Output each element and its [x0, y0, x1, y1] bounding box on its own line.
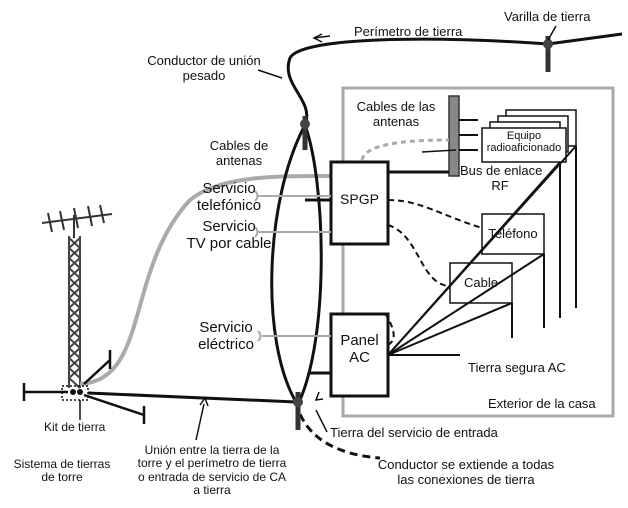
label-servicio-electrico-2: eléctrico: [198, 335, 254, 353]
label-equipo: Equipo radioaficionado: [482, 130, 566, 155]
label-tierra-segura: Tierra segura AC: [468, 360, 566, 375]
label-cables-de-antenas: Cables de antenas: [204, 138, 274, 168]
antenna-tower: [67, 236, 82, 389]
radio-equipment-stack: [481, 109, 577, 163]
label-sistema-torre-1: Sistema de tierras: [13, 457, 111, 471]
label-sistema-torre-2: de torre: [41, 470, 83, 485]
tower-ground-rods: [22, 350, 146, 424]
label-conductor-extiende-2: las conexiones de tierra: [397, 471, 535, 487]
cable-box: [449, 262, 513, 304]
label-servicio-telefonico: Servicio telefónico: [186, 180, 272, 215]
label-cables-antenas-top-1: Cables de las: [356, 99, 436, 114]
label-perimetro: Perímetro de tierra: [354, 24, 463, 39]
label-union-3: o entrada de servicio de CA: [137, 469, 287, 484]
label-cable: Cable: [464, 275, 498, 290]
label-panel-ac: Panel AC: [331, 332, 388, 367]
label-servicio-tv-1: Servicio: [202, 218, 256, 235]
label-equipo-2: radioaficionado: [486, 142, 562, 155]
ground-extension-dashed: [294, 401, 381, 460]
label-union: Unión entre la tierra de la torre y el p…: [124, 443, 300, 498]
ac-safety-ground: [387, 145, 577, 356]
tower-bond-conductor: [87, 391, 297, 404]
label-servicio-electrico: Servicio eléctrico: [188, 319, 264, 354]
rf-bus-bar: [448, 95, 460, 177]
ground-perimeter: [270, 32, 623, 403]
label-conductor-extiende-1: Conductor se extiende a todas: [377, 457, 555, 472]
yagi-antenna: [41, 204, 113, 238]
label-union-1: Unión entre la tierra de la: [144, 443, 280, 457]
label-panel-ac-2: AC: [349, 348, 370, 366]
label-servicio-electrico-1: Servicio: [199, 319, 253, 336]
label-varilla: Varilla de tierra: [504, 9, 591, 24]
label-equipo-1: Equipo: [506, 130, 542, 142]
house-outline: [341, 86, 615, 418]
label-cables-antenas-top: Cables de las antenas: [354, 99, 438, 129]
label-union-2: torre y el perímetro de tierra: [137, 456, 287, 471]
label-sistema-torre: Sistema de tierras de torre: [4, 457, 120, 485]
label-bus-rf-1: Bus de enlace: [460, 163, 543, 178]
label-conductor-union-1: Conductor de unión: [147, 53, 261, 68]
label-spgp: SPGP: [340, 191, 379, 207]
label-union-4: a tierra: [193, 483, 231, 498]
label-bus-rf: Bus de enlace RF: [460, 163, 543, 193]
label-bus-rf-2: RF: [491, 177, 509, 193]
label-exterior: Exterior de la casa: [488, 396, 596, 411]
label-panel-ac-1: Panel: [340, 332, 379, 349]
label-servicio-telefonico-1: Servicio: [202, 180, 256, 197]
label-servicio-tv: Servicio TV por cable: [174, 218, 284, 253]
label-cables-de-antenas-1: Cables de: [209, 138, 269, 153]
label-conductor-union: Conductor de unión pesado: [144, 53, 264, 83]
label-tierra-servicio: Tierra del servicio de entrada: [330, 425, 498, 440]
label-conductor-extiende: Conductor se extiende a todas las conexi…: [366, 457, 566, 487]
label-kit: Kit de tierra: [44, 420, 106, 434]
label-cables-antenas-top-2: antenas: [372, 113, 420, 129]
label-telefono: Teléfono: [488, 226, 538, 241]
label-cables-de-antenas-2: antenas: [215, 152, 263, 168]
antenna-coax: [79, 173, 332, 386]
label-servicio-telefonico-2: telefónico: [196, 196, 262, 214]
spgp-box: [329, 160, 390, 246]
label-servicio-tv-2: TV por cable: [186, 234, 272, 252]
label-conductor-union-2: pesado: [182, 67, 226, 83]
telefono-box: [481, 213, 545, 255]
